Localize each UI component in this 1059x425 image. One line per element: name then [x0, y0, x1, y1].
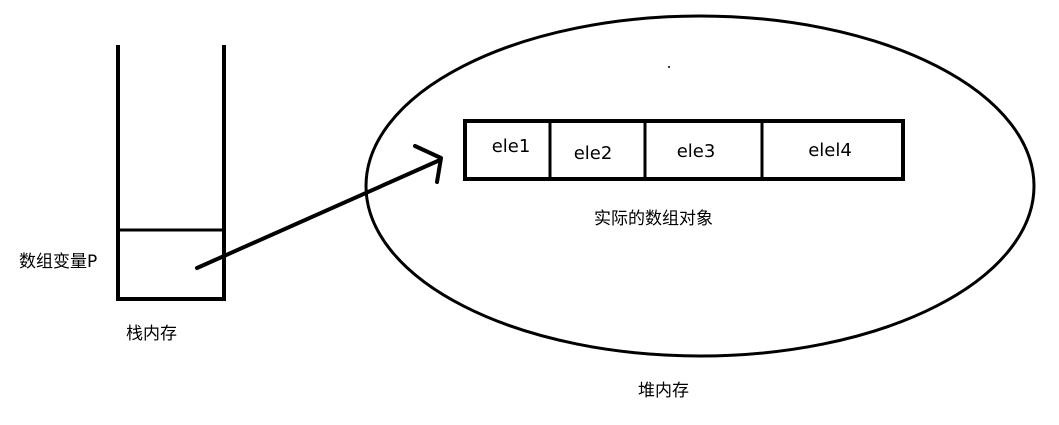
- array-element-1: ele1: [491, 136, 531, 157]
- array-element-3: ele3: [676, 141, 716, 162]
- array-object-caption: 实际的数组对象: [594, 209, 713, 229]
- stray-dot: [668, 66, 670, 68]
- array-element-2: ele2: [573, 143, 613, 164]
- reference-arrow-head: [413, 144, 443, 184]
- heap-caption: 堆内存: [638, 381, 689, 401]
- stack-variable-label: 数组变量P: [19, 252, 98, 272]
- array-box: [463, 119, 905, 181]
- array-element-4: elel4: [808, 140, 852, 161]
- reference-arrow-shaft: [195, 158, 442, 270]
- heap-ellipse: [364, 14, 1036, 358]
- stack-caption: 栈内存: [126, 324, 177, 344]
